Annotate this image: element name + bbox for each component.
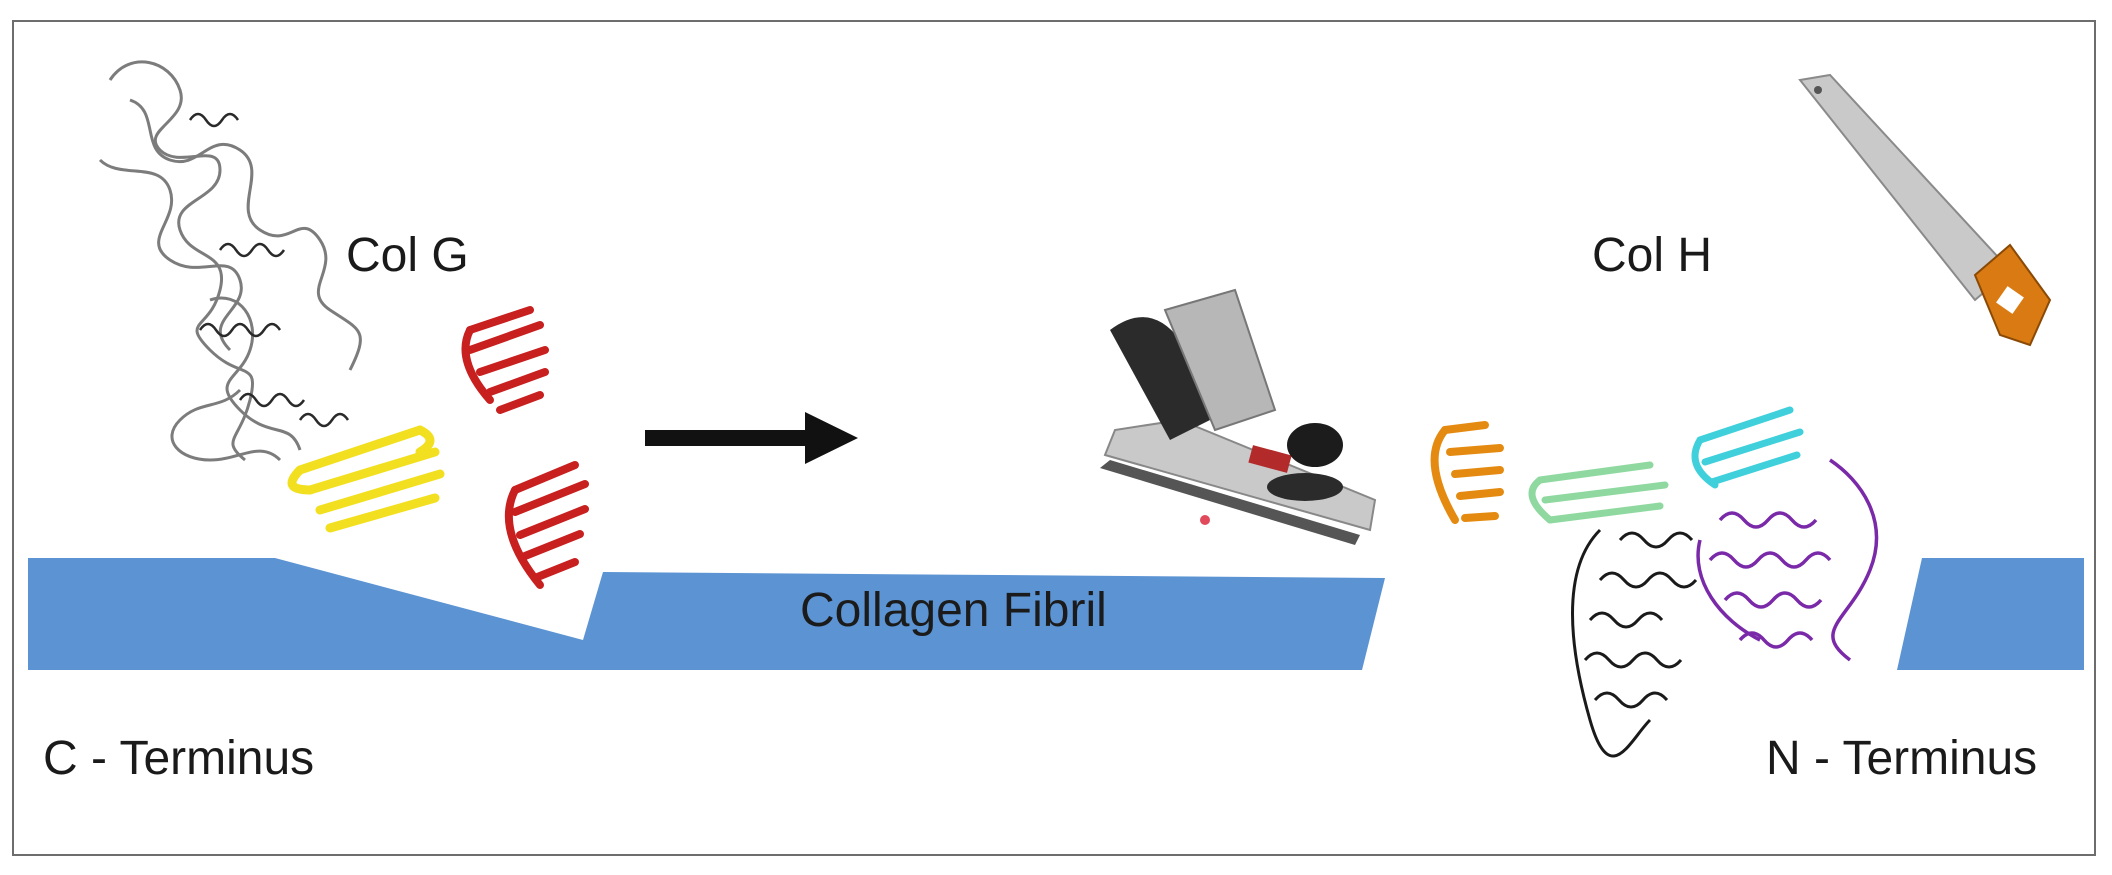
collagen-fibril-left — [28, 558, 1385, 670]
col-g-catalytic-helices — [188, 112, 350, 428]
n-terminus-label: N - Terminus — [1766, 732, 2038, 785]
col-g-red-domain-lower — [504, 461, 589, 589]
arrow-right-icon — [645, 412, 858, 464]
col-h-cyan-domain — [1691, 406, 1804, 489]
hand-saw-icon — [1798, 73, 2052, 347]
col-g-label: Col G — [346, 229, 469, 282]
col-h-label: Col H — [1592, 229, 1713, 282]
col-h-green-domain — [1528, 461, 1669, 524]
col-h-purple-domain — [1696, 458, 1879, 662]
col-h-orange-domain — [1430, 421, 1504, 524]
col-g-catalytic-domain — [98, 60, 362, 462]
figure-frame — [12, 20, 2096, 856]
hand-plane-icon — [1100, 288, 1377, 545]
col-g-yellow-domain — [287, 425, 445, 533]
col-h-black-domain — [1571, 528, 1698, 758]
c-terminus-label: C - Terminus — [43, 732, 315, 785]
collagen-fibril-right — [1897, 558, 2084, 670]
col-g-red-domain-upper — [461, 306, 549, 414]
collagen-fibril-label: Collagen Fibril — [800, 584, 1107, 637]
